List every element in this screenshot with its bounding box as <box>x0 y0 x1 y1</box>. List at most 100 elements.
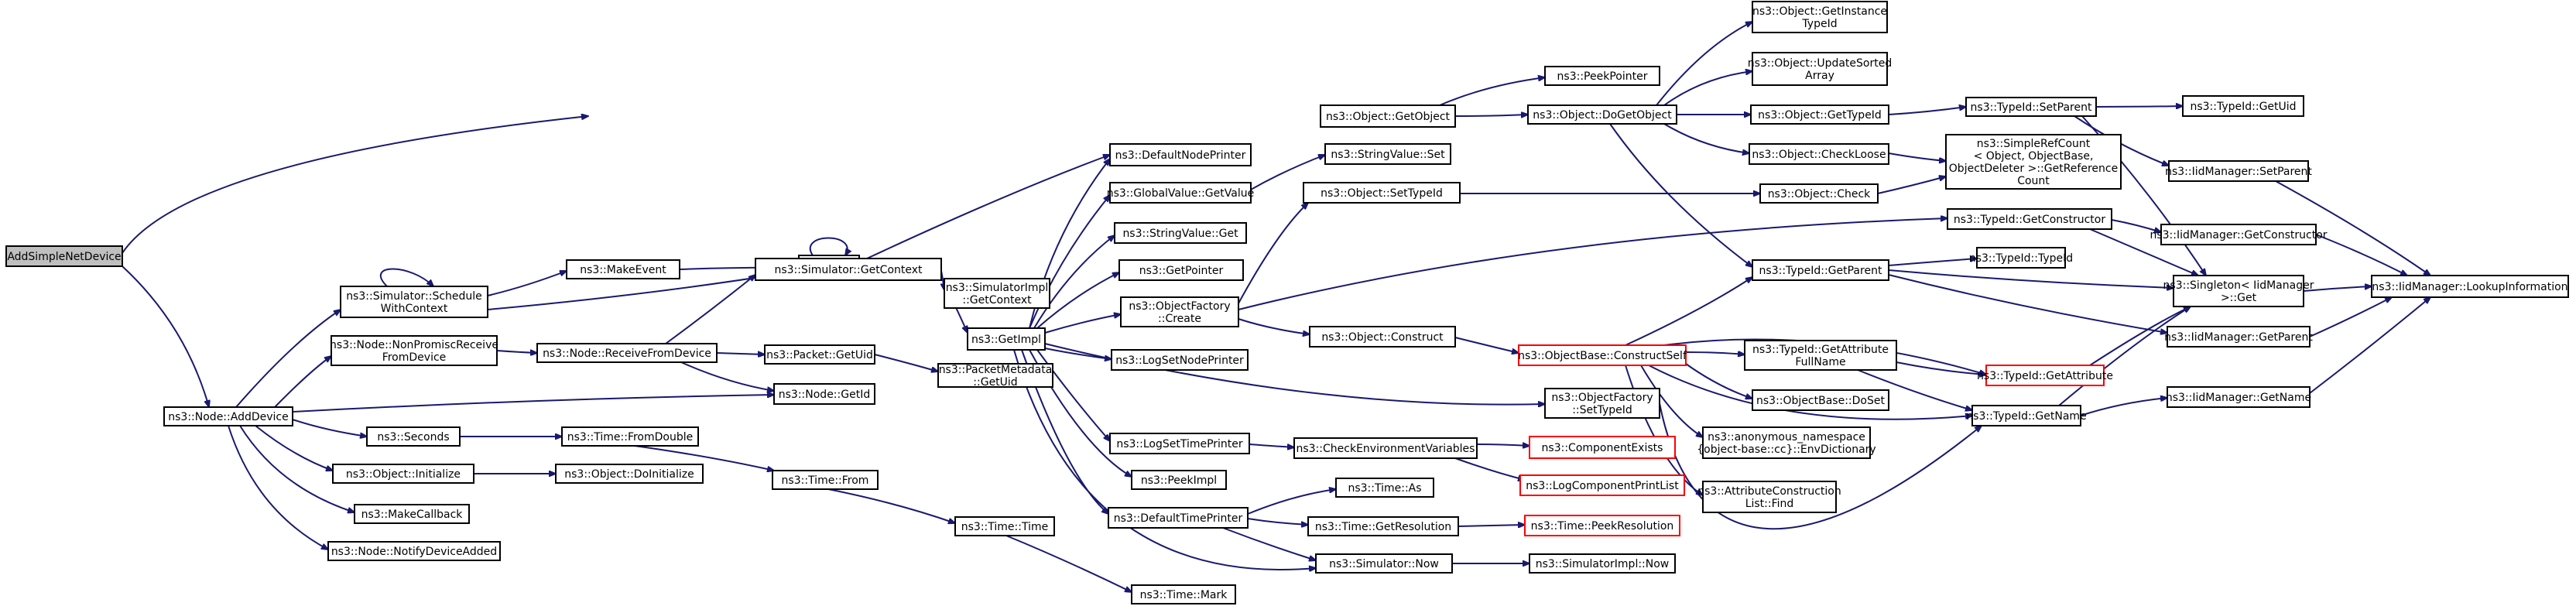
function-node[interactable]: ns3::Time::As <box>1335 478 1434 498</box>
function-node[interactable]: ns3::Time::GetResolution <box>1307 516 1459 536</box>
function-node[interactable]: ns3::TypeId::GetParent <box>1752 259 1889 281</box>
node-label: ns3::LogComponentPrintList <box>1526 480 1679 492</box>
edge-n16-to-n28 <box>1036 349 1110 441</box>
function-node[interactable]: ns3::GetPointer <box>1118 259 1244 281</box>
function-node[interactable]: ns3::SimulatorImpl::GetContext <box>944 278 1050 309</box>
node-box <box>944 278 1050 309</box>
function-node[interactable]: ns3::ObjectBase::ConstructSelf <box>1518 344 1687 366</box>
node-box <box>354 504 470 524</box>
function-node[interactable]: ns3::GlobalValue::GetValue <box>1107 182 1254 204</box>
function-node[interactable]: ns3::LogComponentPrintList <box>1519 474 1685 496</box>
node-label: ns3::DefaultNodePrinter <box>1115 149 1246 162</box>
node-label: ns3::Object::UpdateSorted <box>1748 57 1892 70</box>
edge-n48-to-n65 <box>2111 219 2161 232</box>
edge-n47-to-n56 <box>1888 259 1977 266</box>
node-label: ns3::Simulator::Now <box>1329 558 1439 570</box>
function-node[interactable]: ns3::Node::GetId <box>773 383 875 405</box>
edge-n47-to-n66 <box>1888 269 2174 288</box>
function-node[interactable]: ns3::GetImpl <box>967 327 1046 351</box>
function-node[interactable]: ns3::TypeId::GetConstructor <box>1947 208 2112 230</box>
function-node[interactable]: ns3::Node::ReceiveFromDevice <box>536 343 718 363</box>
function-node[interactable]: ns3::Singleton< IidManager >::Get <box>2163 275 2314 307</box>
function-node[interactable]: ns3::ComponentExists <box>1529 436 1676 459</box>
function-node[interactable]: ns3::Time::Mark <box>1131 584 1236 604</box>
function-node[interactable]: ns3::IidManager::SetParent <box>2165 160 2312 182</box>
function-node[interactable]: ns3::ObjectFactory::SetTypeId <box>1544 388 1660 419</box>
function-node[interactable]: ns3::TypeId::SetParent <box>1965 97 2097 117</box>
node-box <box>2167 326 2311 348</box>
function-node[interactable]: ns3::StringValue::Set <box>1324 143 1451 165</box>
function-node[interactable]: ns3::Object::Initialize <box>332 464 474 484</box>
function-node[interactable]: ns3::Simulator::GetContext <box>755 258 942 281</box>
function-node[interactable]: ns3::Node::NotifyDeviceAdded <box>327 541 501 561</box>
node-box <box>1544 388 1660 419</box>
node-label: ns3::Node::NonPromiscReceive <box>330 339 498 351</box>
node-box <box>1752 1 1888 33</box>
function-node[interactable]: ns3::Time::PeekResolution <box>1524 515 1680 536</box>
function-node[interactable]: ns3::Seconds <box>366 426 461 447</box>
function-node[interactable]: ns3::Time::Time <box>954 516 1055 536</box>
function-node[interactable]: ns3::TypeId::GetName <box>1966 405 2087 426</box>
node-box <box>755 258 942 281</box>
function-node[interactable]: ns3::IidManager::GetConstructor <box>2150 224 2328 245</box>
function-node[interactable]: ns3::Object::CheckLoose <box>1749 143 1889 165</box>
edge-n47-to-n67 <box>1888 274 2167 333</box>
function-node[interactable]: ns3::StringValue::Get <box>1114 222 1247 244</box>
function-node[interactable]: ns3::Object::DoInitialize <box>555 464 704 484</box>
node-label: FullName <box>1795 356 1845 368</box>
function-node[interactable]: ns3::MakeCallback <box>354 504 470 524</box>
node-label: ns3::TypeId::TypeId <box>1969 252 2073 265</box>
node-label: ns3::Time::GetResolution <box>1315 521 1451 533</box>
function-node[interactable]: ns3::DefaultTimePrinter <box>1108 507 1249 529</box>
node-label: ns3::Object::Initialize <box>346 468 461 481</box>
function-node[interactable]: ns3::CheckEnvironmentVariables <box>1293 437 1478 459</box>
function-node[interactable]: ns3::Object::Check <box>1759 183 1879 204</box>
function-node[interactable]: ns3::PeekImpl <box>1131 470 1227 490</box>
function-node[interactable]: ns3::IidManager::GetParent <box>2164 326 2313 348</box>
function-node[interactable]: ns3::Node::AddDevice <box>163 406 293 426</box>
function-node[interactable]: ns3::PeekPointer <box>1544 66 1660 86</box>
node-label: ns3::SimulatorImpl::Now <box>1536 558 1670 570</box>
function-node[interactable]: ns3::DefaultNodePrinter <box>1109 143 1252 166</box>
node-label: ns3::Node::NotifyDeviceAdded <box>331 546 497 558</box>
function-node[interactable]: ns3::TypeId::GetAttribute <box>1977 365 2113 386</box>
node-box <box>1752 52 1888 86</box>
function-node[interactable]: ns3::ObjectFactory::Create <box>1120 296 1239 327</box>
function-node[interactable]: ns3::SimulatorImpl::Now <box>1529 553 1676 574</box>
edge-n20-to-n21 <box>1005 535 1132 592</box>
function-node[interactable]: ns3::IidManager::LookupInformation <box>2371 275 2569 298</box>
function-node[interactable]: ns3::IidManager::GetName <box>2166 386 2311 408</box>
function-node[interactable]: ns3::PacketMetadata::GetUid <box>937 363 1053 389</box>
node-label: ns3::ObjectFactory <box>1129 300 1230 313</box>
function-node[interactable]: ns3::ObjectBase::DoSet <box>1752 389 1889 411</box>
edge-n16-to-n25 <box>1036 272 1119 329</box>
function-node[interactable]: ns3::Object::Construct <box>1309 326 1456 348</box>
node-box <box>331 335 498 366</box>
function-node[interactable]: ns3::anonymous_namespace{object-base::cc… <box>1697 426 1876 459</box>
function-node[interactable]: ns3::Simulator::Now <box>1315 553 1453 574</box>
node-label: ns3::GetImpl <box>971 334 1041 346</box>
function-node[interactable]: ns3::Object::DoGetObject <box>1527 104 1677 125</box>
function-node[interactable]: ns3::TypeId::TypeId <box>1969 247 2073 269</box>
function-node[interactable]: ns3::SimpleRefCount< Object, ObjectBase,… <box>1945 134 2122 190</box>
function-node[interactable]: ns3::Packet::GetUid <box>764 344 875 365</box>
function-node[interactable]: ns3::MakeEvent <box>566 259 680 279</box>
edge-n57-to-n62 <box>1857 369 1972 410</box>
function-node[interactable]: ns3::LogSetNodePrinter <box>1111 349 1249 371</box>
function-node[interactable]: ns3::Time::FromDouble <box>561 426 699 447</box>
node-label: ns3::LogSetTimePrinter <box>1116 438 1243 450</box>
function-node[interactable]: ns3::Object::SetTypeId <box>1303 182 1461 204</box>
function-node[interactable]: AddSimpleNetDevice <box>5 245 123 267</box>
function-node[interactable]: ns3::LogSetTimePrinter <box>1109 433 1250 454</box>
function-node[interactable]: ns3::Time::From <box>772 470 879 490</box>
node-box <box>366 426 461 447</box>
function-node[interactable]: ns3::Object::GetObject <box>1320 104 1456 128</box>
function-node[interactable]: ns3::Object::GetTypeId <box>1750 104 1889 125</box>
function-node[interactable]: ns3::TypeId::GetUid <box>2182 95 2304 117</box>
